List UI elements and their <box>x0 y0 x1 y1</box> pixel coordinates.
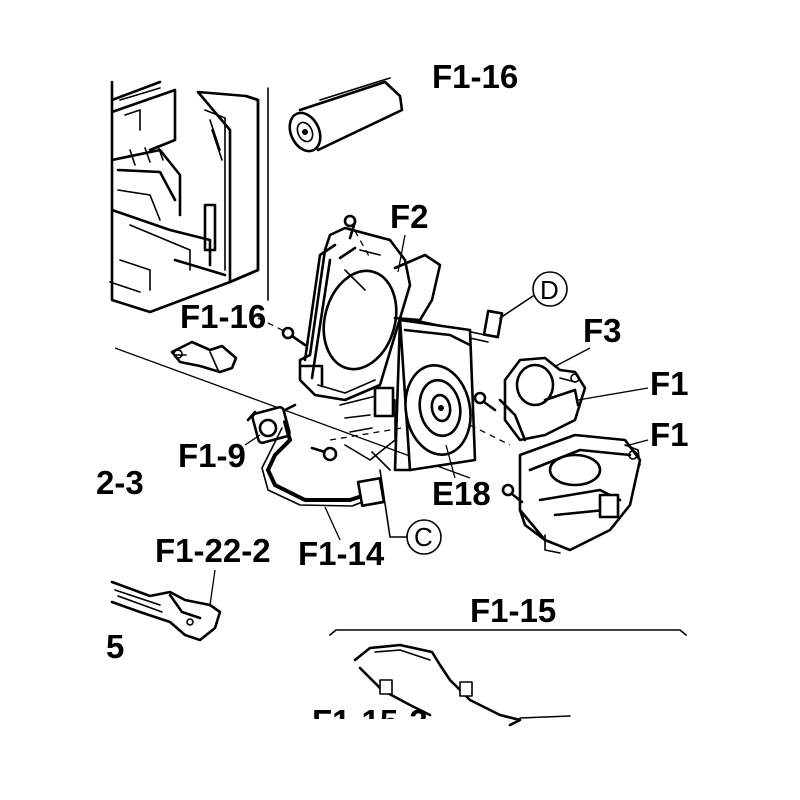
screw-a <box>281 326 307 347</box>
label-f1-lower: F1 <box>650 416 689 453</box>
e18-motor-part <box>339 318 477 472</box>
label-bottom-partial: F1-15-2 <box>312 703 428 740</box>
leader-f1-22-2 <box>209 569 216 606</box>
f2-bracket-part <box>298 214 442 402</box>
leader-f3 <box>551 347 591 369</box>
cylinder-roller-part <box>288 77 404 153</box>
label-f1-14: F1-14 <box>298 535 385 572</box>
label-f1-16: F1-16 <box>180 298 266 335</box>
label-f1-upper: F1 <box>650 365 689 402</box>
leader-f1-14 <box>324 506 341 541</box>
label-left-partial-5: 5 <box>106 628 124 665</box>
f1-15-duct-part <box>353 643 571 727</box>
c-connector-line <box>379 469 408 538</box>
f1-14-harness-part <box>261 420 386 508</box>
label-top-partial: F1-16 <box>432 58 518 95</box>
label-f2: F2 <box>390 198 429 235</box>
f1-15-bracket-line <box>329 629 687 636</box>
label-d: D <box>540 275 559 305</box>
screw-d <box>310 446 338 462</box>
leader-f1-upper <box>577 387 649 401</box>
chassis-frame-part <box>109 80 269 314</box>
f1-22-2-lever-part <box>110 580 222 642</box>
f1-housing-part <box>518 433 642 554</box>
f3-damper-part <box>498 356 587 442</box>
leader-e18 <box>445 444 456 479</box>
guide-line-c <box>469 424 511 446</box>
label-c: C <box>414 522 433 552</box>
leader-f2 <box>397 234 406 273</box>
label-left-partial-3: 2-3 <box>96 464 144 501</box>
callout-d-circle <box>532 271 568 307</box>
f1-16-clip-part <box>170 340 238 374</box>
label-f1-22-2: F1-22-2 <box>155 532 271 569</box>
label-f3: F3 <box>583 312 622 349</box>
screw-c <box>501 483 524 504</box>
label-e18: E18 <box>432 475 491 512</box>
screw-b <box>473 391 497 412</box>
label-f1-15: F1-15 <box>470 592 556 629</box>
label-f1-9: F1-9 <box>178 437 246 474</box>
